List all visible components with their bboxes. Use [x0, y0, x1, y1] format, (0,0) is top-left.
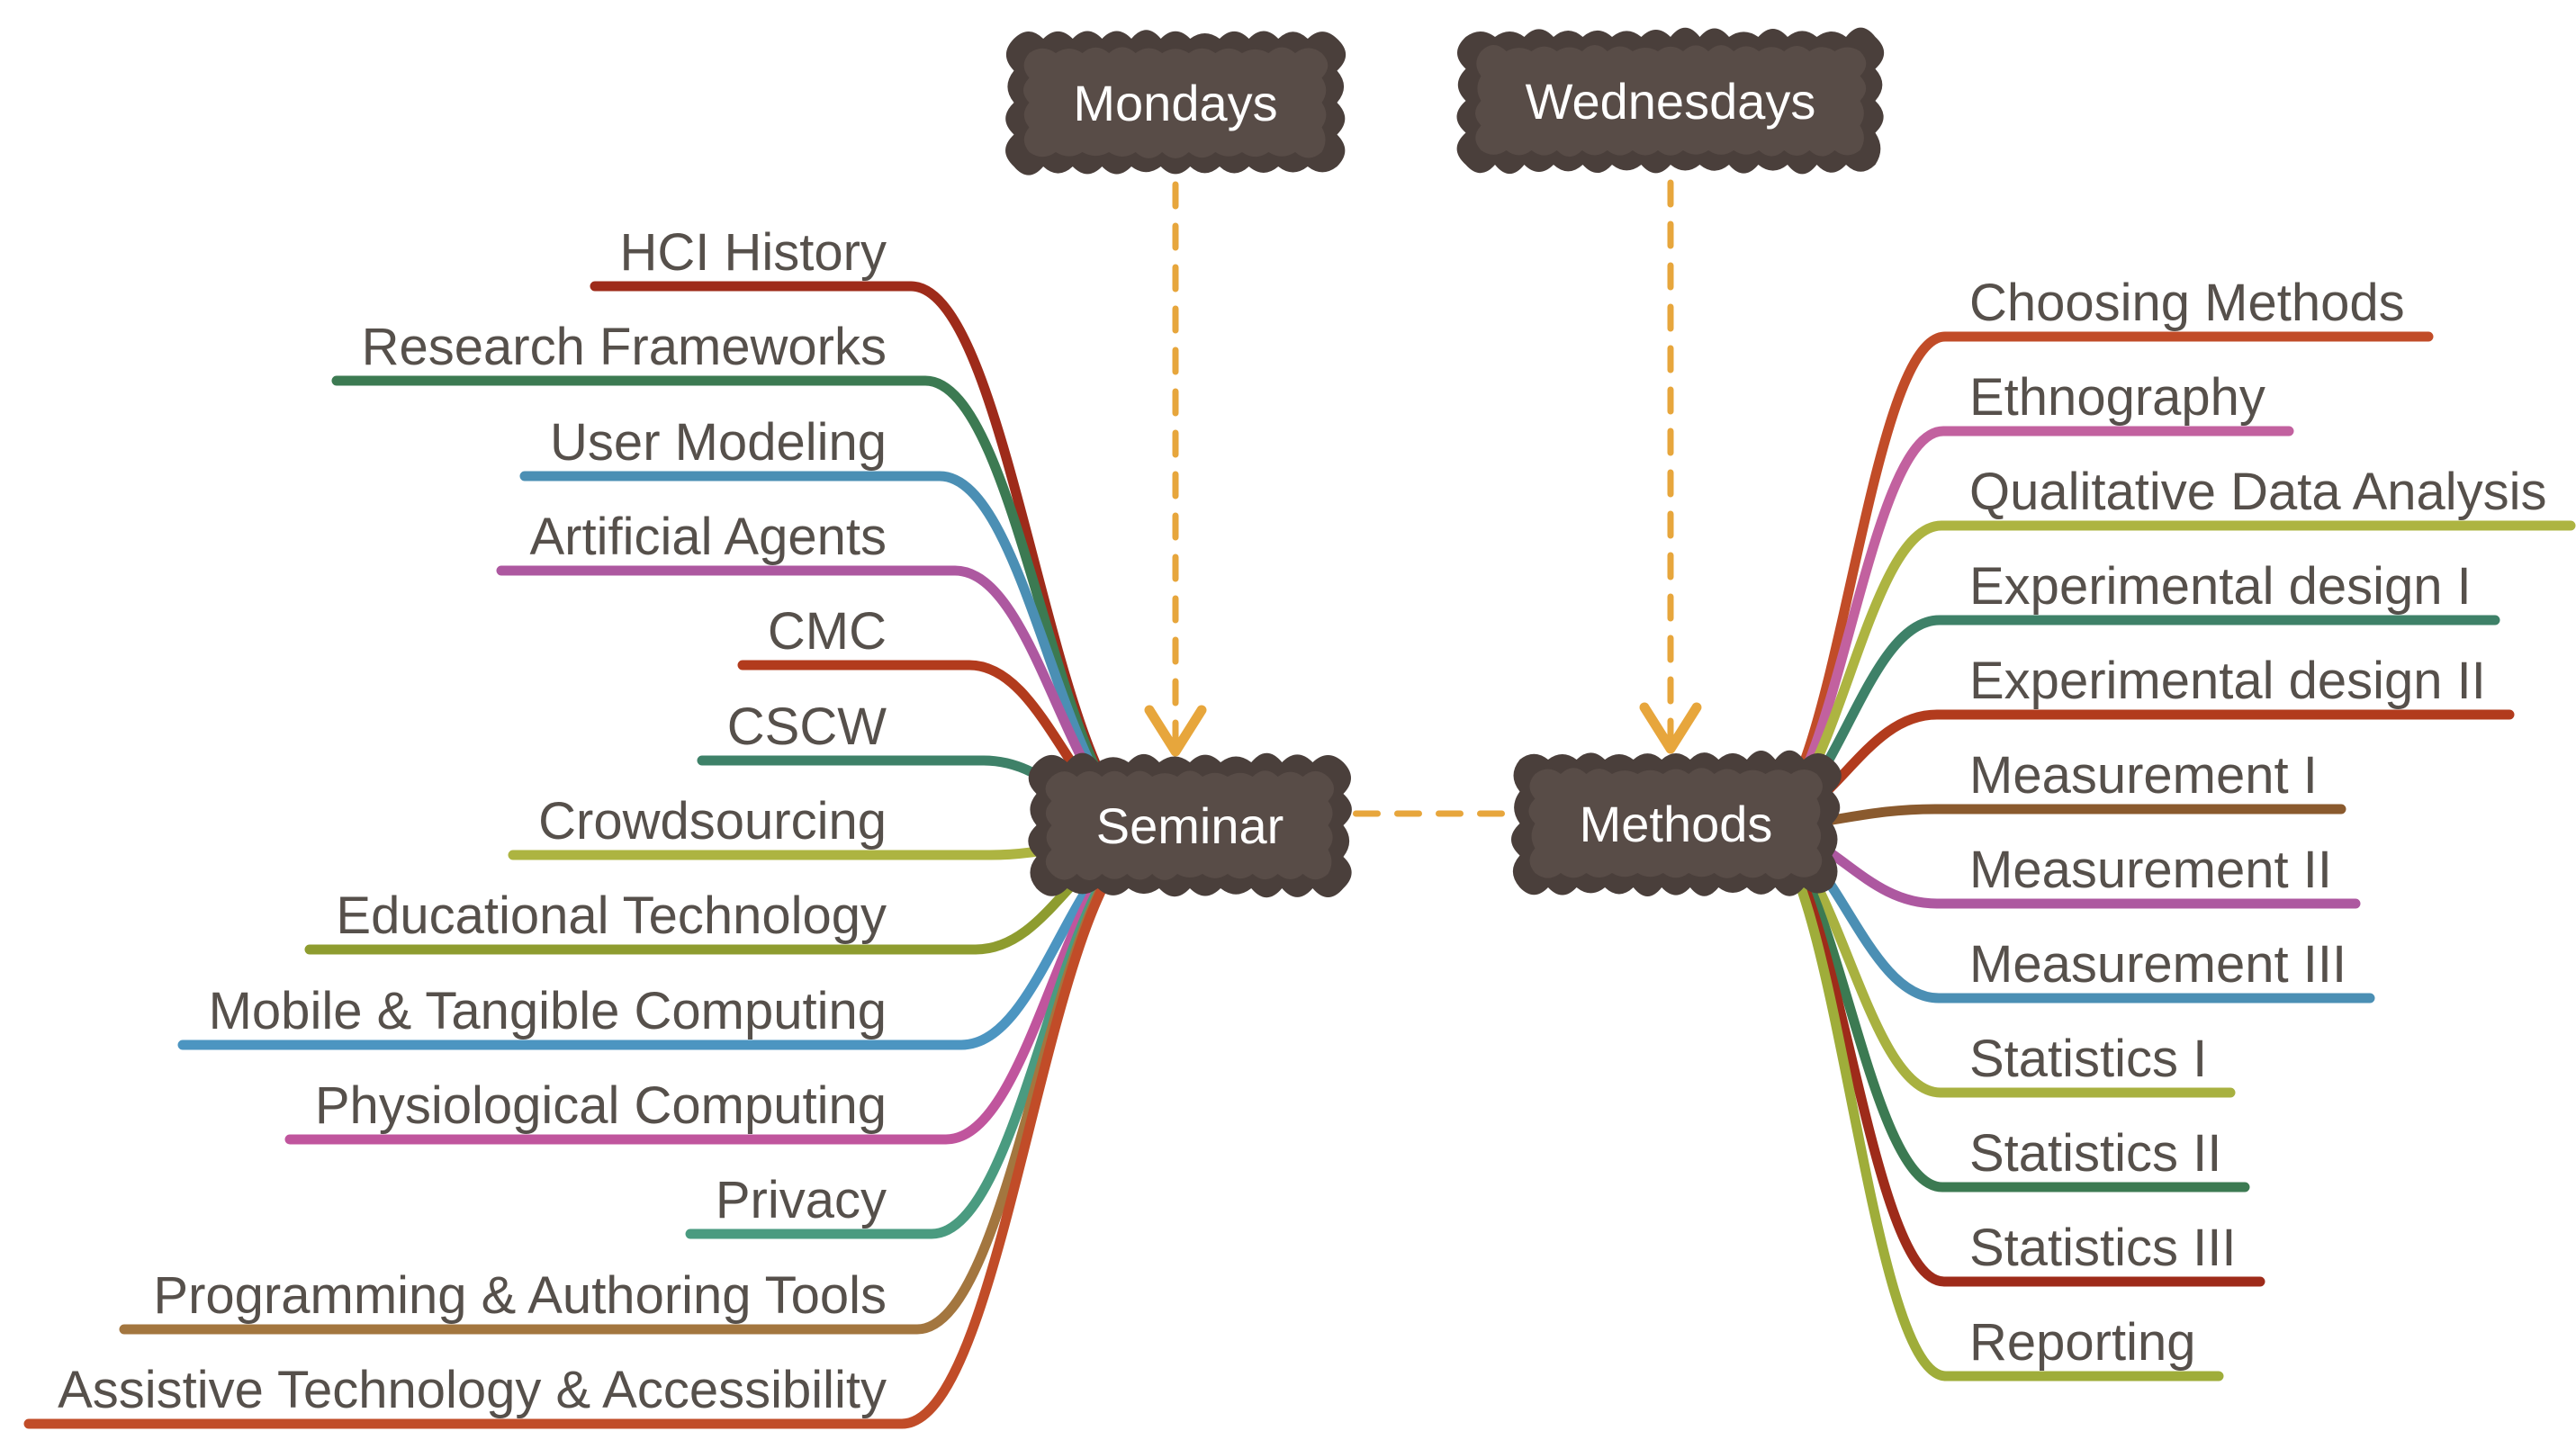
branch-line-measurement-i — [1752, 804, 2346, 832]
branch-label-statistics-ii[interactable]: Statistics II — [1969, 1124, 2221, 1183]
node-cloud-inner-seminar — [1045, 770, 1335, 881]
branch-label-educational-technology[interactable]: Educational Technology — [336, 886, 887, 945]
branch-label-statistics-i[interactable]: Statistics I — [1969, 1030, 2207, 1088]
branch-label-user-modeling[interactable]: User Modeling — [550, 413, 887, 472]
node-cloud-inner-methods — [1528, 768, 1823, 879]
branch-label-cscw[interactable]: CSCW — [727, 698, 887, 756]
branch-label-programming-authoring-tools[interactable]: Programming & Authoring Tools — [153, 1266, 887, 1325]
branch-label-physiological-computing[interactable]: Physiological Computing — [315, 1076, 887, 1135]
branch-label-statistics-iii[interactable]: Statistics III — [1969, 1219, 2237, 1277]
branch-label-privacy[interactable]: Privacy — [716, 1171, 887, 1229]
branch-label-experimental-design-ii[interactable]: Experimental design II — [1969, 652, 2486, 710]
branch-label-measurement-ii[interactable]: Measurement II — [1969, 841, 2332, 899]
node-wednesdays[interactable]: Wednesdays — [1525, 72, 1816, 130]
branch-label-measurement-iii[interactable]: Measurement III — [1969, 935, 2346, 994]
branch-label-cmc[interactable]: CMC — [768, 602, 887, 661]
branch-label-mobile-tangible-computing[interactable]: Mobile & Tangible Computing — [209, 982, 887, 1040]
branch-label-qualitative-data-analysis[interactable]: Qualitative Data Analysis — [1969, 463, 2547, 521]
node-methods[interactable]: Methods — [1579, 795, 1773, 852]
node-cloud-inner-mondays — [1022, 47, 1329, 158]
branch-label-assistive-technology-accessibility[interactable]: Assistive Technology & Accessibility — [58, 1361, 887, 1419]
branch-label-measurement-i[interactable]: Measurement I — [1969, 746, 2318, 805]
node-mondays[interactable]: Mondays — [1073, 74, 1278, 131]
branch-label-experimental-design-i[interactable]: Experimental design I — [1969, 557, 2472, 616]
branch-label-ethnography[interactable]: Ethnography — [1969, 368, 2265, 427]
arrowhead-mondays-seminar — [1144, 705, 1207, 757]
branch-label-research-frameworks[interactable]: Research Frameworks — [362, 318, 887, 376]
branch-label-reporting[interactable]: Reporting — [1969, 1313, 2195, 1372]
node-seminar[interactable]: Seminar — [1095, 796, 1284, 854]
arrowhead-wednesdays-methods — [1639, 702, 1702, 754]
node-cloud-inner-wednesdays — [1475, 45, 1867, 158]
branch-label-hci-history[interactable]: HCI History — [620, 223, 887, 282]
branch-label-crowdsourcing[interactable]: Crowdsourcing — [538, 792, 887, 850]
branch-label-choosing-methods[interactable]: Choosing Methods — [1969, 274, 2405, 332]
branch-label-artificial-agents[interactable]: Artificial Agents — [529, 508, 887, 566]
